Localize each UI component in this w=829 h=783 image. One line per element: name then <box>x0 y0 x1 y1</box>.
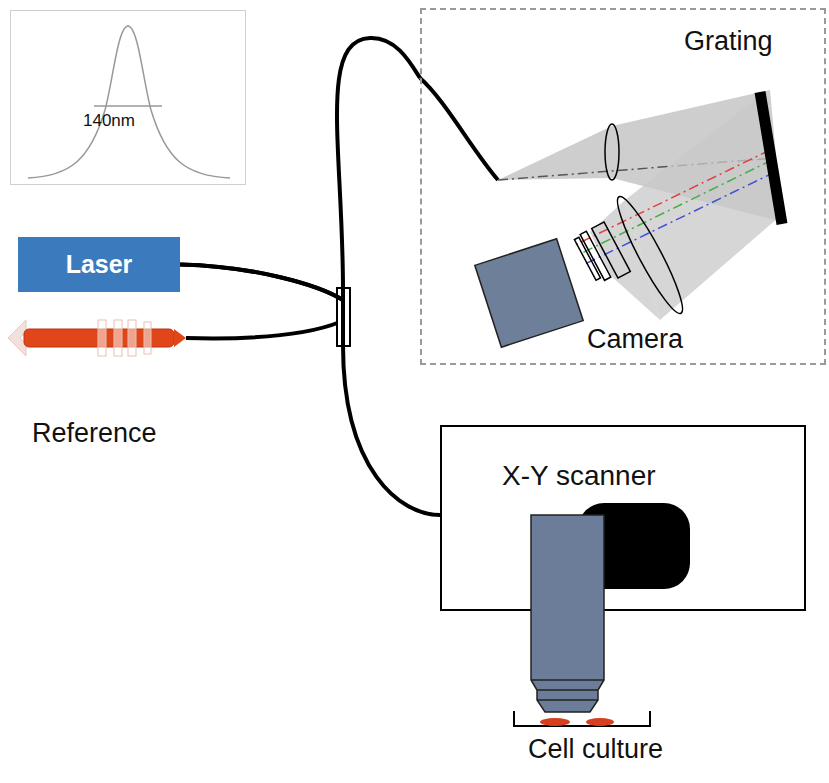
optical-fiber <box>180 38 420 300</box>
camera-label: Camera <box>587 324 683 355</box>
scanner-mirror <box>578 503 690 589</box>
objective-ring <box>537 689 598 691</box>
spectrometer-optics <box>475 90 782 347</box>
scanner-label: X-Y scanner <box>502 460 656 492</box>
spectrum-inset: 140nm <box>10 10 246 185</box>
scanner-box: X-Y scanner <box>440 425 806 611</box>
cell-culture-dish <box>514 711 650 726</box>
grating-label: Grating <box>684 26 773 57</box>
laser-box: Laser <box>18 237 180 292</box>
bandwidth-label: 140nm <box>83 111 135 131</box>
grating-symbol <box>760 92 782 224</box>
objective-ring <box>531 679 604 681</box>
objective-lens <box>531 515 604 712</box>
culture-label: Cell culture <box>528 734 663 765</box>
reference-arm <box>8 320 340 356</box>
optical-fiber <box>180 265 440 516</box>
spectrum-curve <box>28 26 230 178</box>
spectrometer-box: GratingCamera <box>420 8 826 365</box>
fwhm-line <box>94 105 162 107</box>
reference-label: Reference <box>32 418 157 449</box>
fiber <box>420 78 498 180</box>
laser-label: Laser <box>66 250 133 279</box>
camera-symbol <box>475 239 583 347</box>
objective-ring <box>537 699 598 701</box>
